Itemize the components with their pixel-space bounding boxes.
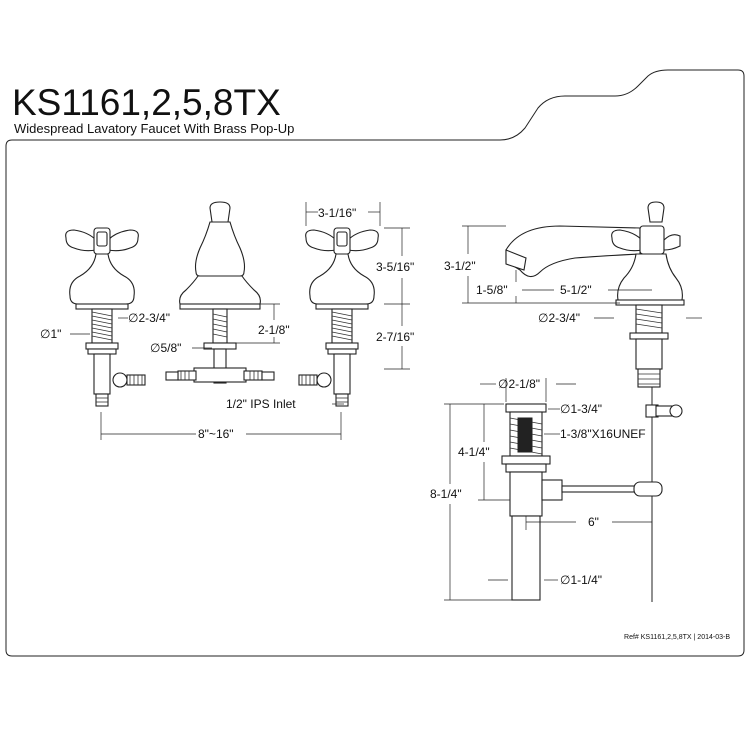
front-dimension-lines bbox=[70, 202, 410, 440]
dim-inlet: 1/2" IPS Inlet bbox=[226, 397, 296, 411]
dim-spout-clearance: 1-5/8" bbox=[476, 283, 508, 297]
dim-drain-thread: 1-3/8"X16UNEF bbox=[560, 427, 646, 441]
dim-tailpiece-diameter: ∅1-1/4" bbox=[560, 573, 602, 587]
drain-dimension-lines bbox=[444, 378, 653, 601]
dim-spout-base-diameter: ∅2-3/4" bbox=[538, 311, 580, 325]
dim-drain-total-height: 8-1/4" bbox=[430, 487, 462, 501]
side-view-faucet bbox=[505, 201, 685, 602]
dim-drain-body: ∅1-3/4" bbox=[560, 402, 602, 416]
dim-spread: 8"~16" bbox=[198, 427, 234, 441]
right-valve bbox=[298, 227, 379, 407]
pop-up-drain bbox=[501, 403, 663, 601]
left-valve bbox=[65, 227, 146, 407]
dim-shank-diameter: ∅1" bbox=[40, 327, 61, 341]
sheet-frame bbox=[5, 69, 745, 657]
dim-handle-height: 3-5/16" bbox=[376, 260, 414, 274]
dim-spout-shank-length: 2-1/8" bbox=[258, 323, 290, 337]
dim-valve-base-diameter: ∅2-3/4" bbox=[128, 311, 170, 325]
dim-rod-length: 6" bbox=[588, 515, 599, 529]
dim-spout-reach: 5-1/2" bbox=[560, 283, 592, 297]
dim-spout-shank-diameter: ∅5/8" bbox=[150, 341, 181, 355]
dim-handle-width: 3-1/16" bbox=[318, 206, 356, 220]
reference-code: Ref# KS1161,2,5,8TX | 2014-03-B bbox=[624, 634, 730, 641]
center-spout bbox=[165, 201, 275, 384]
dim-drain-flange: ∅2-1/8" bbox=[498, 377, 540, 391]
dim-shank-length: 2-7/16" bbox=[376, 330, 414, 344]
model-title: KS1161,2,5,8TX bbox=[12, 82, 281, 123]
side-dimension-lines bbox=[462, 225, 702, 319]
dim-spout-height: 3-1/2" bbox=[444, 259, 476, 273]
product-subtitle: Widespread Lavatory Faucet With Brass Po… bbox=[14, 121, 295, 136]
dim-drain-upper-height: 4-1/4" bbox=[458, 445, 490, 459]
